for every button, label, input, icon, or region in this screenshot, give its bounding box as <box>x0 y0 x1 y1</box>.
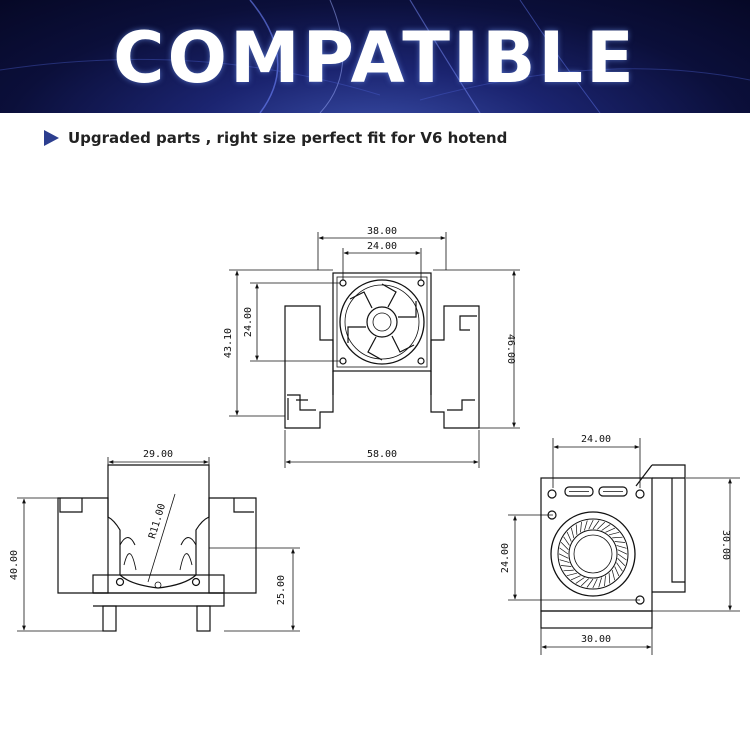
banner-light-streaks <box>0 0 750 113</box>
feature-text: Upgraded parts , right size perfect fit … <box>68 129 508 147</box>
dim-38: 38.00 <box>367 226 397 237</box>
blower-blade <box>601 524 611 531</box>
front-view-dimensions <box>17 457 300 632</box>
blower-blade <box>560 541 569 550</box>
side-view <box>540 464 686 629</box>
blower-blade <box>559 559 570 563</box>
dim-24-top: 24.00 <box>367 241 397 252</box>
blower-blade <box>563 569 574 572</box>
blower-blade <box>558 553 569 559</box>
bullet-triangle-icon <box>44 130 59 146</box>
blower-blade <box>611 570 616 581</box>
front-view <box>57 464 257 632</box>
blower-blade <box>570 527 575 538</box>
dim-r11: R11.00 <box>147 502 168 540</box>
top-view-dimensions <box>229 232 520 468</box>
blower-blade <box>605 527 616 533</box>
dim-46: 46.00 <box>505 334 516 364</box>
dim-30-side-bottom: 30.00 <box>581 634 611 645</box>
blower-blade <box>575 524 578 535</box>
blower-blade <box>609 531 620 536</box>
blower-blade <box>604 575 606 587</box>
blower-blade <box>592 578 598 589</box>
dim-29: 29.00 <box>143 449 173 460</box>
blower-blade <box>617 553 627 561</box>
banner-title: COMPATIBLE <box>113 17 637 99</box>
dim-24-left: 24.00 <box>243 307 254 337</box>
blower-blade <box>614 541 626 543</box>
dim-40: 40.00 <box>9 550 20 580</box>
side-view-dimensions <box>508 438 740 655</box>
blower-blade <box>563 536 570 546</box>
dim-25: 25.00 <box>276 575 287 605</box>
blower-blade <box>566 531 572 542</box>
blower-blade <box>592 520 600 530</box>
blower-blade <box>580 578 589 587</box>
blower-blade <box>588 519 594 530</box>
dim-24-side-top: 24.00 <box>581 434 611 445</box>
feature-line: Upgraded parts , right size perfect fit … <box>44 127 507 149</box>
blower-blade <box>586 578 594 588</box>
dim-58: 58.00 <box>367 449 397 460</box>
blower-blade <box>617 558 626 567</box>
blower-blade <box>559 547 569 555</box>
blower-blade <box>612 536 623 539</box>
blower-blade <box>584 520 588 531</box>
blower-blade <box>580 521 582 533</box>
blower-blade <box>566 572 577 577</box>
blower-blade <box>614 566 620 577</box>
header-banner: COMPATIBLE <box>0 0 750 113</box>
blower-blade <box>616 545 627 549</box>
blower-blade <box>597 521 606 530</box>
dim-43-10: 43.10 <box>223 328 234 358</box>
side-view-fan-blades <box>558 519 628 589</box>
blower-blade <box>570 575 581 581</box>
blower-blade <box>617 549 628 555</box>
dim-30-side-right: 30.00 <box>720 530 731 560</box>
blower-blade <box>616 562 623 572</box>
blower-blade <box>608 573 611 584</box>
blower-blade <box>560 565 572 567</box>
top-view <box>284 272 480 429</box>
blower-blade <box>598 577 602 588</box>
dim-24-side-left: 24.00 <box>500 543 511 573</box>
blower-blade <box>575 577 585 584</box>
